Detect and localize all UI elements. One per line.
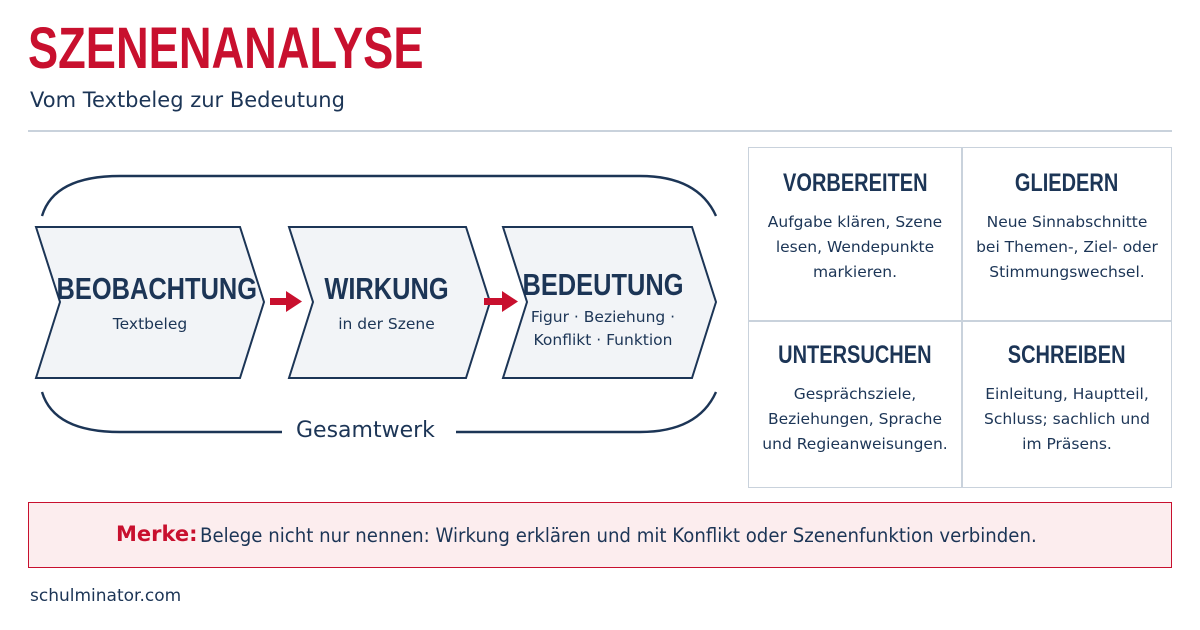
chevron-wirkung: [287, 226, 492, 379]
grid-cell-schreiben: SCHREIBEN Einleitung, Hauptteil, Schluss…: [961, 320, 1173, 490]
page-subtitle: Vom Textbeleg zur Bedeutung: [30, 88, 345, 112]
grid-cell-line: Stimmungswechsel.: [989, 263, 1145, 281]
note-label: Merke:: [116, 522, 198, 546]
grid-divider-vertical: [961, 148, 963, 487]
grid-cell-line: Gesprächsziele,: [793, 385, 917, 403]
step-sub-beobachtung: Textbeleg: [112, 315, 188, 333]
page-title: SZENENANALYSE: [28, 16, 424, 81]
step-sub-bedeutung-line1: Figur · Beziehung ·: [530, 308, 676, 326]
grid-cell-text: Neue Sinnabschnitte bei Themen-, Ziel- o…: [961, 210, 1173, 285]
step-title-beobachtung: BEOBACHTUNG: [56, 271, 258, 306]
grid-cell-text: Aufgabe klären, Szene lesen, Wendepunkte…: [749, 210, 961, 285]
step-title-bedeutung: BEDEUTUNG: [522, 267, 684, 302]
grid-cell-title: VORBEREITEN: [782, 169, 928, 197]
process-flow-graphic: [34, 174, 718, 434]
header-divider: [28, 130, 1172, 132]
right-arrow-icon: [270, 291, 302, 312]
grid-cell-text: Gesprächsziele, Beziehungen, Sprache und…: [749, 382, 961, 457]
grid-cell-line: bei Themen-, Ziel- oder: [976, 238, 1158, 256]
grid-cell-line: Aufgabe klären, Szene: [767, 213, 943, 231]
grid-cell-line: Beziehungen, Sprache: [767, 410, 943, 428]
frame-top-arc: [40, 174, 718, 217]
grid-cell-line: und Regieanweisungen.: [762, 435, 948, 453]
grid-cell-line: Neue Sinnabschnitte: [986, 213, 1148, 231]
step-sub-bedeutung-line2: Konflikt · Funktion: [533, 331, 673, 349]
note-box: Merke: Belege nicht nur nennen: Wirkung …: [28, 502, 1172, 568]
grid-cell-line: Einleitung, Hauptteil,: [985, 385, 1149, 403]
frame-label: Gesamtwerk: [292, 418, 439, 443]
process-flow: BEOBACHTUNG Textbeleg WIRKUNG in der Sze…: [0, 0, 740, 470]
frame-bottom-arc-left: [40, 391, 282, 434]
note-text: Belege nicht nur nennen: Wirkung erkläre…: [200, 524, 1037, 547]
footer-site: schulminator.com: [30, 586, 182, 606]
grid-cell-title: SCHREIBEN: [1008, 341, 1126, 369]
chevron-beobachtung: [34, 226, 266, 379]
grid-cell-text: Einleitung, Hauptteil, Schluss; sachlich…: [961, 382, 1173, 457]
steps-grid: VORBEREITEN Aufgabe klären, Szene lesen,…: [748, 147, 1172, 488]
chevron-bedeutung: [501, 226, 718, 379]
grid-cell-line: markieren.: [812, 263, 898, 281]
right-arrow-icon: [484, 291, 518, 312]
grid-cell-title: UNTERSUCHEN: [778, 341, 932, 369]
frame-bottom-arc-right: [456, 391, 718, 434]
grid-cell-line: im Präsens.: [1022, 435, 1112, 453]
grid-divider-horizontal: [749, 320, 1171, 322]
grid-cell-vorbereiten: VORBEREITEN Aufgabe klären, Szene lesen,…: [749, 148, 961, 318]
step-title-wirkung: WIRKUNG: [324, 271, 449, 306]
grid-cell-title: GLIEDERN: [1015, 169, 1119, 197]
step-sub-wirkung: in der Szene: [338, 315, 435, 333]
grid-cell-line: lesen, Wendepunkte: [775, 238, 935, 256]
grid-cell-gliedern: GLIEDERN Neue Sinnabschnitte bei Themen-…: [961, 148, 1173, 318]
grid-cell-untersuchen: UNTERSUCHEN Gesprächsziele, Beziehungen,…: [749, 320, 961, 490]
grid-cell-line: Schluss; sachlich und: [984, 410, 1150, 428]
